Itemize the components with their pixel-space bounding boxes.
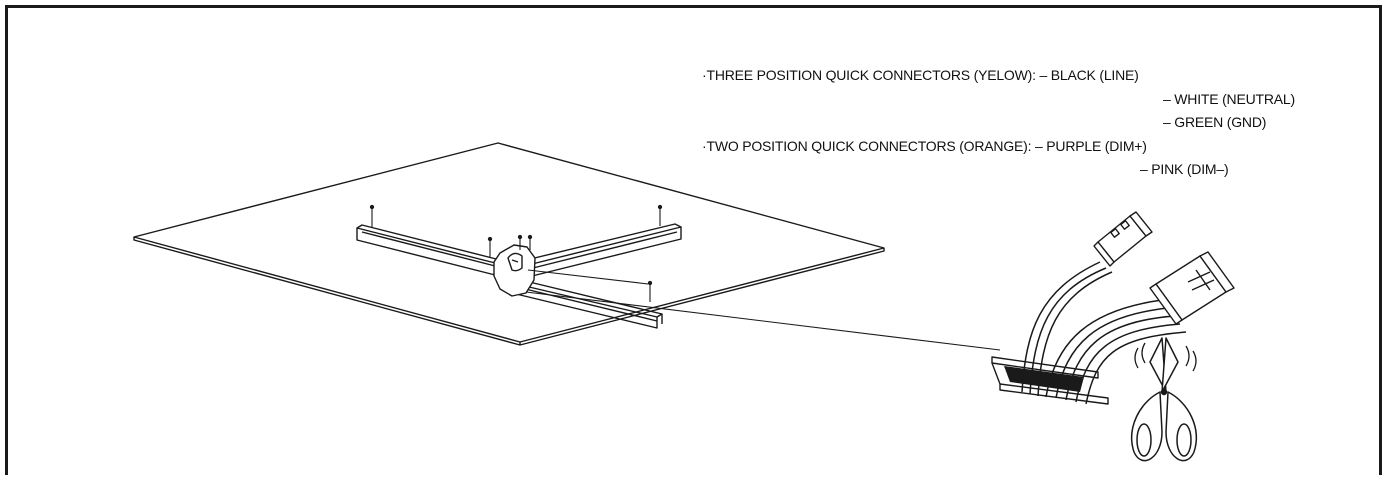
wire-bundle (1021, 261, 1187, 405)
junction-hub (493, 244, 536, 297)
quick-connector-two-position (1149, 251, 1235, 325)
quick-connector-three-position (1093, 211, 1153, 267)
legend-line-white-neutral: – WHITE (NEUTRAL) (1163, 91, 1295, 107)
linear-fixture-right (517, 223, 682, 279)
legend-line-pink-dim: – PINK (DIM–) (1140, 161, 1229, 177)
legend-line-two-position: ·TWO POSITION QUICK CONNECTORS (ORANGE):… (702, 138, 1147, 154)
leader-lines (525, 269, 1001, 351)
vibration-marks (1134, 342, 1197, 372)
legend-line-green-gnd: – GREEN (GND) (1163, 114, 1267, 130)
scissors-icon (1131, 337, 1197, 462)
linear-fixture-left (356, 224, 509, 278)
linear-fixture-front (511, 278, 663, 329)
legend-line-three-position: ·THREE POSITION QUICK CONNECTORS (YELOW)… (702, 67, 1139, 83)
suspension-cables (369, 204, 663, 302)
frame-border (5, 5, 1382, 475)
ceiling-panel (133, 142, 885, 346)
